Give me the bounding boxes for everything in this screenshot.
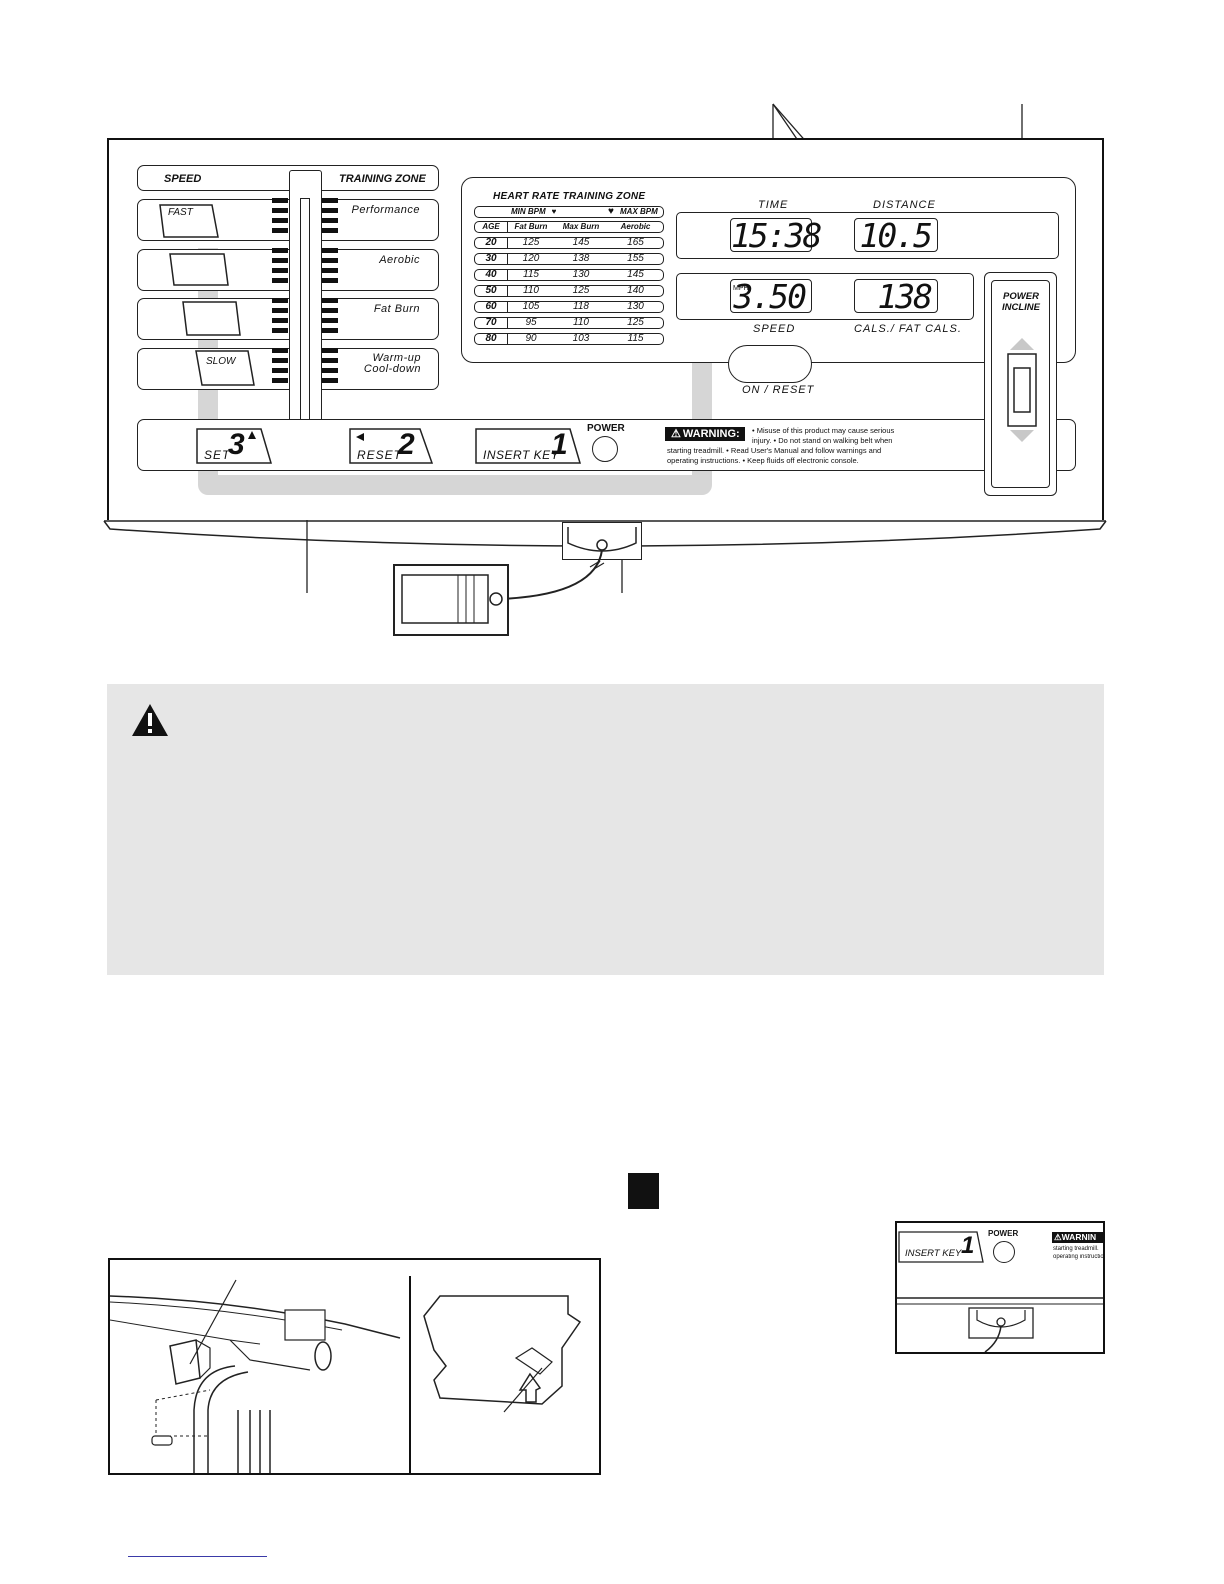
heart-rate-panel (461, 177, 1076, 363)
zone-name-warm-up: Warm-up Cool-down (363, 352, 421, 375)
time-display: 15:38 (730, 216, 822, 255)
inset-power-button (993, 1241, 1015, 1263)
heart-icon: ♥ (608, 206, 614, 217)
zone-key-fast: FAST (168, 207, 193, 218)
inset-warning-text-1: starting treadmill. (1053, 1246, 1099, 1252)
speed-scale-ticks (272, 198, 338, 383)
incline-up-arrow-icon (1009, 336, 1035, 348)
hr-header-age: AGE (482, 222, 500, 231)
mph-label: MPH (733, 285, 749, 292)
min-bpm-label: MIN BPM (511, 207, 546, 216)
reset-button-number: 2 (398, 428, 415, 461)
time-label: TIME (758, 199, 789, 211)
on-reset-button[interactable] (728, 345, 812, 383)
inset-warning-label-text: WARNIN (1061, 1232, 1097, 1242)
inset-insert-key-number: 1 (961, 1232, 975, 1259)
hr-header-fat-burn: Fat Burn (514, 222, 548, 231)
figure-divider (409, 1276, 411, 1475)
training-zone-header-label: TRAINING ZONE (339, 173, 426, 185)
max-bpm-label: MAX BPM (620, 207, 658, 216)
heart-rate-column-header: AGE Fat Burn Max Burn Aerobic (474, 221, 664, 233)
warning-box (107, 684, 1104, 975)
inset-insert-key-label: INSERT KEY (905, 1248, 962, 1259)
hr-header-max-burn: Max Burn (562, 222, 600, 231)
warning-text-4: operating instructions. • Keep fluids of… (667, 456, 859, 465)
distance-label: DISTANCE (873, 199, 936, 211)
on-reset-label: ON / RESET (742, 384, 815, 396)
insert-key-label: INSERT KEY (483, 448, 560, 462)
reset-button[interactable] (346, 425, 436, 467)
zone-name-fat-burn: Fat Burn (373, 303, 420, 315)
set-button[interactable] (193, 425, 275, 467)
heart-small-icon: ♥ (551, 207, 557, 216)
inset-insert-key-slot (898, 1231, 984, 1263)
power-button[interactable] (592, 436, 618, 462)
zone-key-shapes (159, 204, 255, 386)
inset-warning-label: ⚠WARNIN (1052, 1232, 1104, 1243)
warning-label: ⚠WARNING: (665, 427, 745, 441)
inset-console-base-drawing (897, 1272, 1103, 1352)
step-number-box (628, 1173, 659, 1209)
inset-warning-text-2: operating instructio (1053, 1254, 1103, 1260)
incline-down-arrow-icon (1009, 430, 1035, 442)
key-clip-detail-drawing (423, 1295, 582, 1413)
incline-rocker-switch[interactable] (1000, 336, 1044, 446)
power-incline-panel (984, 272, 1057, 496)
speed-display-label: SPEED (753, 323, 796, 335)
safety-key-clip[interactable] (390, 525, 650, 637)
insert-key-slot (475, 428, 582, 464)
calories-display: 138 (854, 279, 938, 314)
zone-name-aerobic: Aerobic (379, 254, 420, 266)
console-underside-drawing (110, 1279, 401, 1473)
warning-triangle-icon (132, 704, 168, 736)
warning-text-2: injury. • Do not stand on walking belt w… (752, 436, 893, 445)
reset-button-label: RESET (357, 448, 403, 462)
warning-text-3: starting treadmill. • Read User's Manual… (667, 446, 882, 455)
power-button-label: POWER (587, 423, 625, 434)
heart-rate-title: HEART RATE TRAINING ZONE (493, 191, 646, 202)
hr-header-aerobic: Aerobic (620, 222, 651, 231)
set-button-label: SET (204, 448, 231, 462)
heart-rate-bpm-header: MIN BPM ♥ ♥ MAX BPM (474, 206, 664, 218)
warning-text-1: • Misuse of this product may cause serio… (752, 426, 895, 435)
footer-rule (128, 1556, 267, 1557)
calories-display-label: CALS./ FAT CALS. (854, 323, 962, 335)
speed-header-label: SPEED (164, 173, 202, 185)
power-incline-label: POWER INCLINE (1002, 291, 1040, 313)
insert-key-number: 1 (551, 428, 568, 461)
warning-triangle-icon: ⚠ (671, 428, 681, 440)
inset-power-label: POWER (988, 1229, 1019, 1238)
inset-warning-triangle-icon: ⚠ (1054, 1232, 1062, 1242)
zone-key-slow: SLOW (206, 356, 236, 367)
set-button-number: 3 (228, 428, 245, 461)
zone-name-performance: Performance (351, 204, 420, 216)
power-incline-inner (991, 280, 1050, 488)
warning-label-text: WARNING: (682, 428, 740, 440)
speed-display: 3.50 (730, 279, 812, 314)
distance-display: 10.5 (854, 218, 938, 253)
speed-header (137, 165, 439, 191)
